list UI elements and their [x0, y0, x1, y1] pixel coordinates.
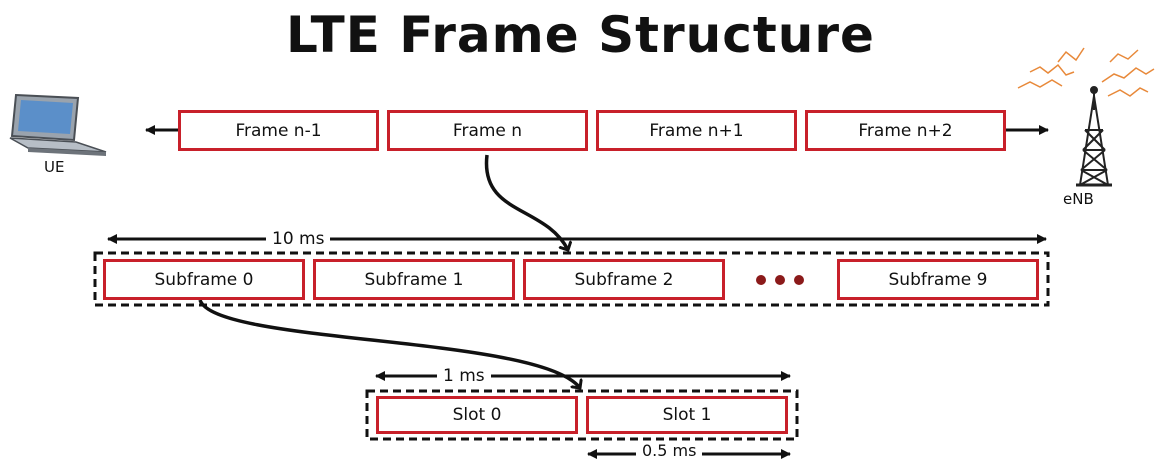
frame-box: Frame n+1: [596, 110, 797, 151]
subframe-duration-label: 1 ms: [437, 366, 491, 386]
subframe-expand-curve: [198, 299, 580, 388]
ue-label: UE: [44, 158, 65, 176]
slot-duration-label: 0.5 ms: [636, 443, 703, 459]
subframe-box: Subframe 0: [103, 259, 305, 300]
subframe-container: [93, 251, 1050, 307]
enb-label: eNB: [1063, 190, 1094, 208]
subframe-box: Subframe 2: [523, 259, 725, 300]
laptop-icon: [9, 93, 107, 156]
frame-box: Frame n+2: [805, 110, 1006, 151]
slot-container: [365, 389, 799, 441]
frame-box: Frame n: [387, 110, 588, 151]
subframe-box: Subframe 9: [837, 259, 1039, 300]
frame-expand-curve: [484, 154, 568, 250]
signal-waves-icon: [1017, 47, 1155, 97]
frame-duration-label: 10 ms: [266, 229, 331, 249]
subframe-box: Subframe 1: [313, 259, 515, 300]
frame-box: Frame n-1: [178, 110, 379, 151]
ellipsis-dot: [794, 275, 804, 285]
ellipsis-dot: [775, 275, 785, 285]
ellipsis-dot: [756, 275, 766, 285]
slot-box: Slot 0: [376, 396, 578, 434]
cell-tower-icon: [1076, 86, 1112, 187]
page-title: LTE Frame Structure: [286, 6, 875, 64]
slot-box: Slot 1: [586, 396, 788, 434]
